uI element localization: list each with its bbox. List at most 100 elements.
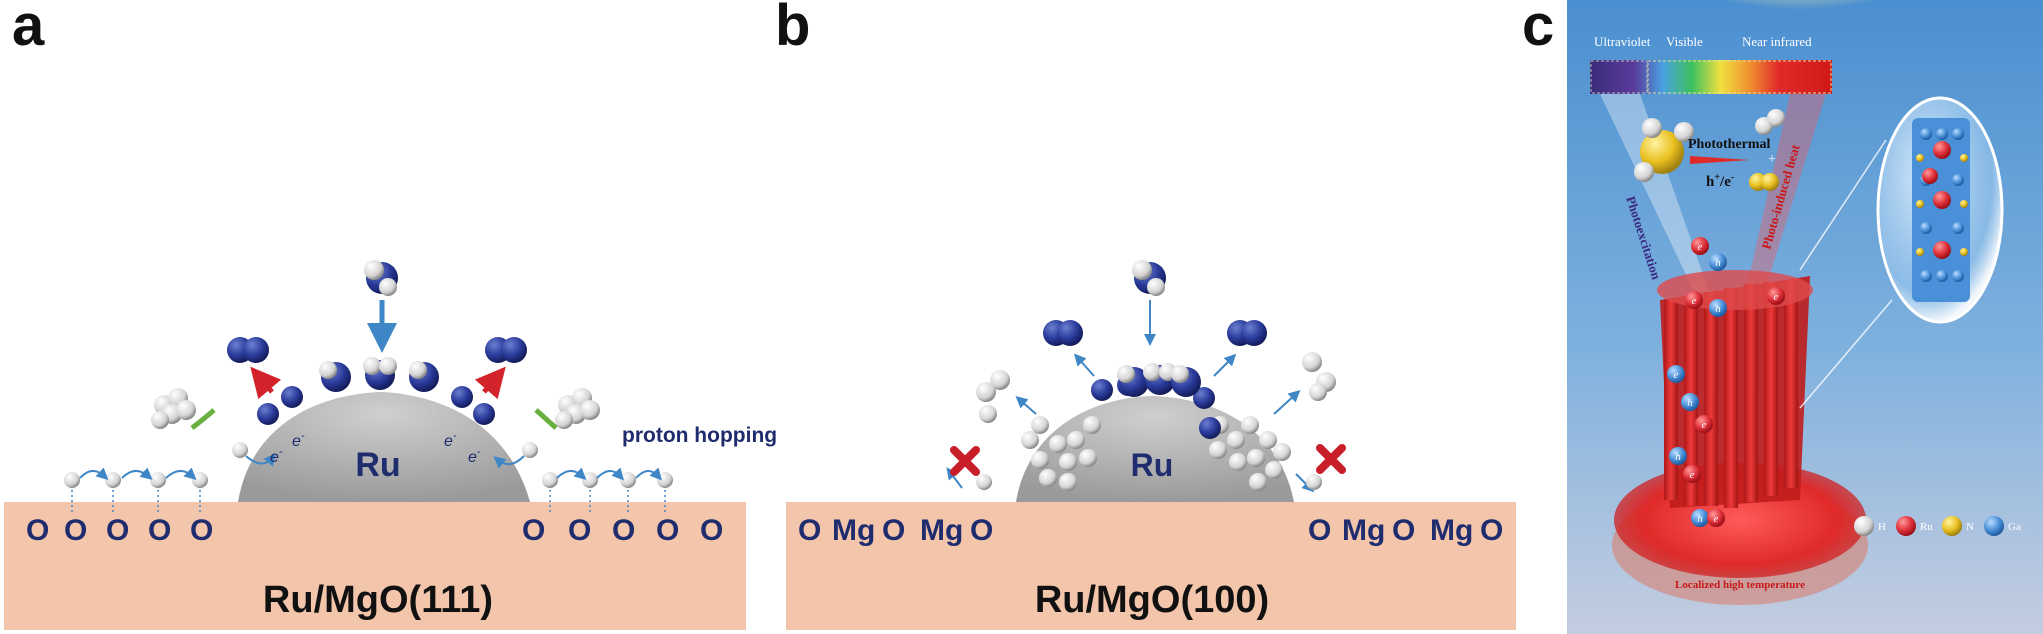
surface-atom: O: [522, 514, 545, 547]
nitrogen-molecule-icon: [1749, 173, 1779, 191]
panel-a: Ru Ru/MgO(111) O O O O O O O O O O: [4, 260, 777, 630]
ammonia-cluster-left: [151, 388, 196, 429]
svg-text:h: h: [1687, 397, 1693, 409]
legend-label-ga: Ga: [2008, 521, 2021, 533]
vis-nir-region: [1647, 60, 1832, 94]
hydrogen-atom: [1306, 474, 1322, 490]
blocked-cross-icon: [950, 446, 980, 476]
surface-title: Ru/MgO(111): [263, 579, 493, 621]
svg-text:e: e: [1698, 241, 1703, 253]
surface-atom: O: [190, 514, 213, 547]
surface-atom: O: [26, 514, 49, 547]
reaction-arrow: [1690, 156, 1750, 164]
svg-text:e: e: [1702, 419, 1707, 431]
electron-label: e-: [468, 446, 481, 466]
incoming-ammonia: [364, 260, 398, 296]
surface-atom: O: [970, 514, 993, 547]
green-arrow-icon: [190, 408, 216, 430]
mgo-substrate: [786, 502, 1516, 630]
zoom-line: [1799, 139, 1887, 271]
photothermal-beam: [1744, 94, 1826, 300]
legend-label-h: H: [1878, 521, 1886, 533]
hopping-arrows: [79, 453, 663, 481]
legend-swatch-n: [1942, 516, 1962, 536]
electron-label: e-: [444, 430, 457, 450]
nitrogen-atoms: [257, 386, 495, 425]
panel-label-c: c: [1522, 0, 1555, 58]
charge-carriers: e h e h e h e h e h e e: [1667, 237, 1785, 527]
surface-atom: Mg: [920, 514, 963, 547]
spectrum-label-nir: Near infrared: [1742, 34, 1812, 49]
surface-atom: O: [1480, 514, 1503, 547]
surface-atom: O: [882, 514, 905, 547]
ru-nanoparticle: [238, 392, 530, 502]
sun-icon: [1680, 0, 1920, 50]
uv-region: [1590, 60, 1648, 94]
panel-c: Ultraviolet Visible Near infrared Photoe…: [1567, 0, 2043, 634]
electron-label: e-: [270, 446, 283, 466]
surface-hydrogen-atoms: [64, 442, 673, 488]
photothermal-label: Photothermal: [1688, 137, 1771, 152]
surface-atom: Mg: [832, 514, 875, 547]
surface-atom: O: [612, 514, 635, 547]
svg-text:h: h: [1697, 513, 1703, 525]
localized-temperature-label: Localized high temperature: [1675, 579, 1805, 591]
panel-b: Ru Ru/MgO(100) O Mg O Mg O O Mg O Mg O: [786, 260, 1516, 630]
surface-atom: O: [656, 514, 679, 547]
surface-atom: Mg: [1430, 514, 1473, 547]
surface-hydrogen-row-left: [71, 485, 666, 515]
svg-text:e: e: [1674, 369, 1679, 381]
surface-atom: O: [106, 514, 129, 547]
svg-text:h: h: [1675, 451, 1681, 463]
svg-text:h: h: [1715, 257, 1721, 269]
electron-label: e-: [292, 430, 305, 450]
adsorbed-hydrogen-cluster: [1021, 416, 1291, 491]
legend-swatch-ga: [1984, 516, 2004, 536]
spectrum-label-uv: Ultraviolet: [1594, 34, 1651, 49]
legend-swatch-ru: [1896, 516, 1916, 536]
hydrogen-atom: [976, 474, 992, 490]
ammonia-molecule-icon: [1634, 118, 1694, 182]
svg-text:e: e: [1714, 513, 1719, 525]
adsorbed-ammonia: [1117, 363, 1201, 397]
particle-label: Ru: [355, 446, 400, 484]
svg-text:e: e: [1692, 295, 1697, 307]
legend-label-ru: Ru: [1920, 521, 1933, 533]
mgo-substrate: [4, 502, 746, 630]
spectrum-bar: [1590, 60, 1832, 94]
green-arrow-icon: [534, 408, 558, 430]
surface-atom: O: [148, 514, 171, 547]
incoming-ammonia: [1132, 260, 1166, 296]
spectrum-label-visible: Visible: [1666, 34, 1703, 49]
legend-swatch-h: [1854, 516, 1874, 536]
particle-label: Ru: [1131, 447, 1174, 483]
surface-atom: O: [568, 514, 591, 547]
surface-title: Ru/MgO(100): [1035, 579, 1269, 621]
surface-atom: O: [1308, 514, 1331, 547]
atom-legend: H Ru N Ga: [1854, 516, 2021, 536]
panel-label-a: a: [12, 0, 45, 58]
surface-atom: O: [700, 514, 723, 547]
adsorbed-ammonia: [319, 357, 439, 392]
panel-label-b: b: [775, 0, 811, 58]
proton-hopping-label: proton hopping: [622, 424, 777, 447]
ammonia-cluster-right: [555, 388, 600, 429]
surface-atom: O: [64, 514, 87, 547]
svg-text:e: e: [1690, 469, 1695, 481]
hydrogen-molecule-icon: [1755, 109, 1785, 135]
nitrogen-molecule-left: [227, 337, 269, 363]
desorption-arrow: [474, 366, 506, 400]
gas-hydrogen-right: [1302, 352, 1336, 401]
nanorod-array: [1657, 270, 1813, 508]
legend-label-n: N: [1966, 521, 1974, 533]
atomic-structure: [1912, 118, 1970, 302]
carrier-label: h+/e-: [1706, 172, 1734, 190]
surface-atom: O: [1392, 514, 1415, 547]
photoexcitation-beam: [1600, 94, 1712, 300]
nitrogen-molecule-right: [1227, 320, 1267, 346]
nitrogen-molecule-right: [485, 337, 527, 363]
surface-atom: Mg: [1342, 514, 1385, 547]
surface-atom: O: [798, 514, 821, 547]
svg-text:e: e: [1774, 291, 1779, 303]
